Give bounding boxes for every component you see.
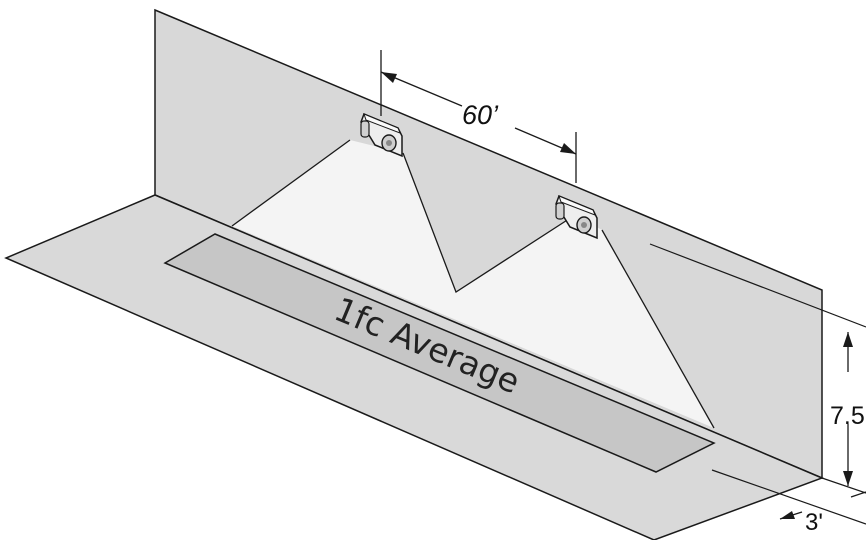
height-extension-line — [821, 477, 866, 494]
light-cone-outline — [231, 139, 351, 227]
wall-light-fixture-icon — [555, 195, 598, 240]
offset-label: 3' — [805, 509, 823, 536]
height-label: 7.5 — [830, 402, 865, 430]
spacing-label: 60’ — [462, 100, 499, 130]
light-cone-outline — [601, 229, 715, 429]
light-cone-outline — [402, 152, 576, 293]
offset-extension-line — [711, 469, 866, 525]
height-extension-line — [649, 243, 866, 328]
offset-dimension-line — [850, 491, 866, 498]
arrow-head-icon — [843, 332, 853, 347]
arrow-head-icon — [780, 511, 795, 519]
illuminated-area — [163, 233, 716, 473]
arrow-head-icon — [843, 471, 853, 486]
wall-light-fixture-icon — [360, 113, 403, 158]
arrow-head-icon — [560, 143, 576, 154]
light-cone-left — [232, 140, 714, 428]
arrow-head-icon — [381, 72, 397, 83]
